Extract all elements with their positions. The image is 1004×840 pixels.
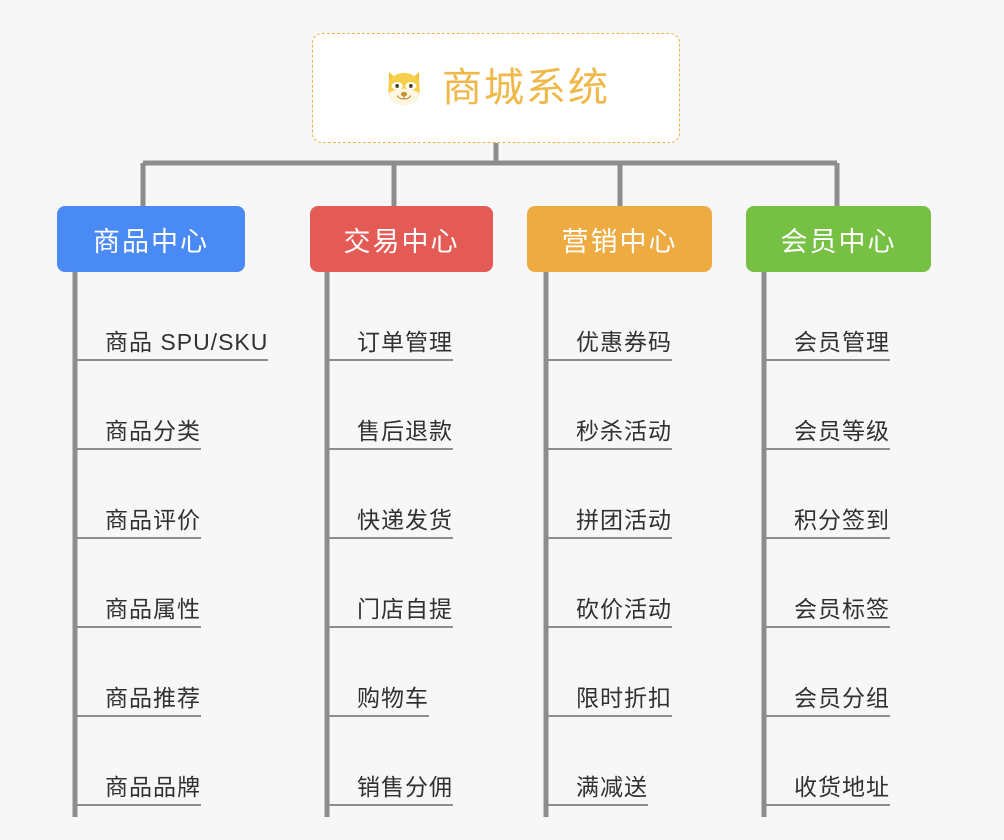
category-header-trade-center[interactable]: 交易中心 <box>310 206 493 272</box>
leaf-item-label: 销售分佣 <box>327 773 453 806</box>
leaf-item[interactable]: 限时折扣 <box>546 628 672 717</box>
leaf-item-label: 快递发货 <box>327 506 453 539</box>
leaf-item[interactable]: 会员标签 <box>764 539 890 628</box>
category-header-member-center[interactable]: 会员中心 <box>746 206 931 272</box>
leaf-item-label: 商品 SPU/SKU <box>75 328 269 361</box>
leaf-item-label: 砍价活动 <box>546 595 672 628</box>
leaf-item-label: 会员标签 <box>764 595 890 628</box>
leaf-item[interactable]: 会员分组 <box>764 628 890 717</box>
category-header-label: 商品中心 <box>93 226 209 257</box>
leaf-item-label: 秒杀活动 <box>546 417 672 450</box>
category-header-label: 营销中心 <box>561 226 678 257</box>
leaf-item-label: 积分签到 <box>764 506 890 539</box>
leaf-item-label: 商品评价 <box>75 506 201 539</box>
leaf-item-label: 商品分类 <box>75 417 201 450</box>
shiba-inu-dog-face-icon <box>388 71 420 106</box>
category-header-label: 交易中心 <box>343 226 460 257</box>
leaf-list-trade-center: 订单管理 售后退款 快递发货 门店自提 购物车 销售分佣 <box>327 272 453 806</box>
leaf-item[interactable]: 满减送 <box>546 717 672 806</box>
leaf-item[interactable]: 优惠券码 <box>546 272 672 361</box>
leaf-item-label: 订单管理 <box>327 328 453 361</box>
leaf-item-label: 会员等级 <box>764 417 890 450</box>
leaf-item[interactable]: 砍价活动 <box>546 539 672 628</box>
leaf-item[interactable]: 商品属性 <box>75 539 268 628</box>
leaf-item-label: 会员管理 <box>764 328 890 361</box>
category-header-label: 会员中心 <box>780 226 897 257</box>
leaf-item-label: 满减送 <box>546 773 648 806</box>
leaf-item[interactable]: 购物车 <box>327 628 453 717</box>
leaf-item[interactable]: 门店自提 <box>327 539 453 628</box>
leaf-item-label: 商品品牌 <box>75 773 201 806</box>
leaf-list-product-center: 商品 SPU/SKU 商品分类 商品评价 商品属性 商品推荐 商品品牌 <box>75 272 269 806</box>
leaf-item[interactable]: 快递发货 <box>327 450 453 539</box>
leaf-item[interactable]: 秒杀活动 <box>546 361 672 450</box>
leaf-item[interactable]: 拼团活动 <box>546 450 672 539</box>
leaf-item[interactable]: 会员等级 <box>764 361 890 450</box>
leaf-item[interactable]: 商品评价 <box>75 450 268 539</box>
leaf-item-label: 门店自提 <box>327 595 453 628</box>
leaf-item-label: 拼团活动 <box>546 506 672 539</box>
leaf-item[interactable]: 积分签到 <box>764 450 890 539</box>
leaf-item-label: 收货地址 <box>764 773 890 806</box>
leaf-item-label: 限时折扣 <box>546 684 672 717</box>
root-node[interactable]: 商城系统 <box>312 33 680 143</box>
leaf-item[interactable]: 商品推荐 <box>75 628 268 717</box>
leaf-item-label: 商品推荐 <box>75 684 201 717</box>
leaf-item[interactable]: 销售分佣 <box>327 717 453 806</box>
leaf-item-label: 优惠券码 <box>546 328 672 361</box>
category-header-product-center[interactable]: 商品中心 <box>57 206 245 272</box>
leaf-item[interactable]: 商品分类 <box>75 361 268 450</box>
root-title: 商城系统 <box>442 66 610 110</box>
leaf-item[interactable]: 商品品牌 <box>75 717 268 806</box>
leaf-item-label: 商品属性 <box>75 595 201 628</box>
leaf-item-label: 会员分组 <box>764 684 890 717</box>
leaf-item[interactable]: 订单管理 <box>327 272 453 361</box>
leaf-item[interactable]: 商品 SPU/SKU <box>75 272 269 361</box>
leaf-item[interactable]: 售后退款 <box>327 361 453 450</box>
leaf-item-label: 售后退款 <box>327 417 453 450</box>
category-header-marketing-center[interactable]: 营销中心 <box>527 206 712 272</box>
leaf-item[interactable]: 会员管理 <box>764 272 890 361</box>
leaf-list-marketing-center: 优惠券码 秒杀活动 拼团活动 砍价活动 限时折扣 满减送 <box>546 272 672 806</box>
leaf-item[interactable]: 收货地址 <box>764 717 890 806</box>
leaf-list-member-center: 会员管理 会员等级 积分签到 会员标签 会员分组 收货地址 <box>764 272 890 806</box>
leaf-item-label: 购物车 <box>327 684 429 717</box>
